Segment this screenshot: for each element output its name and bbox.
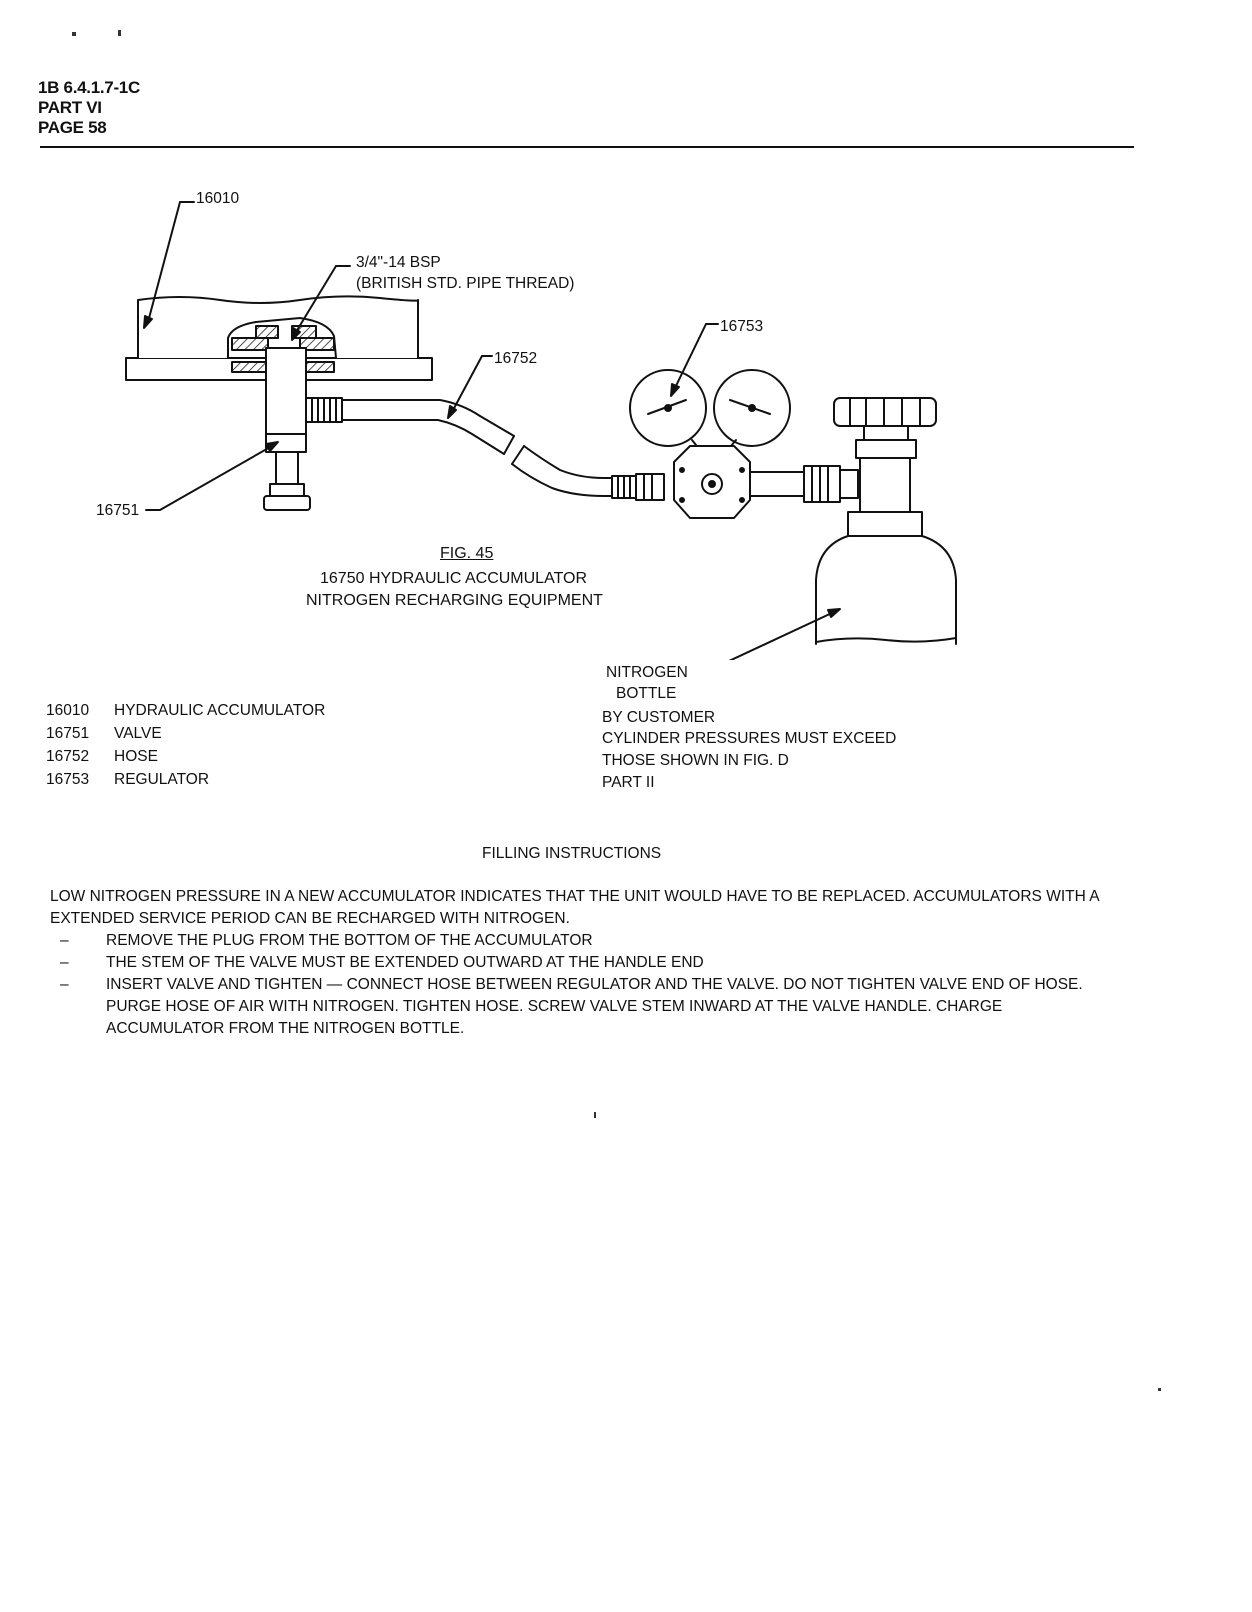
header-rule — [40, 146, 1134, 148]
valve-drawing — [263, 347, 343, 511]
scan-speck — [1158, 1388, 1161, 1391]
legend-item: 16752 HOSE — [46, 745, 325, 768]
instruction-step: – REMOVE THE PLUG FROM THE BOTTOM OF THE … — [50, 930, 1100, 952]
instruction-step: – THE STEM OF THE VALVE MUST BE EXTENDED … — [50, 952, 1100, 974]
legend-item: 16010 HYDRAULIC ACCUMULATOR — [46, 699, 325, 722]
parts-legend: 16010 HYDRAULIC ACCUMULATOR 16751 VALVE 16… — [46, 699, 325, 791]
legend-name: VALVE — [114, 725, 162, 742]
callout-accumulator: 16010 — [196, 190, 240, 207]
figure-number: FIG. 45 — [440, 545, 494, 562]
legend-name: HOSE — [114, 748, 158, 765]
legend-code: 16753 — [46, 771, 90, 788]
instruction-step: – INSERT VALVE AND TIGHTEN — CONNECT HOSE… — [50, 974, 1100, 1040]
bottle-note-line4: CYLINDER PRESSURES MUST EXCEED — [602, 730, 897, 747]
instructions-body: LOW NITROGEN PRESSURE IN A NEW ACCUMULAT… — [50, 886, 1100, 1040]
step-text: INSERT VALVE AND TIGHTEN — CONNECT HOSE … — [106, 976, 1083, 1037]
legend-name: REGULATOR — [114, 771, 210, 788]
figure-caption-line2: NITROGEN RECHARGING EQUIPMENT — [306, 592, 603, 609]
bottle-note-line5: THOSE SHOWN IN FIG. D — [602, 752, 789, 769]
callout-hose: 16752 — [494, 350, 538, 367]
recharging-equipment-drawing — [125, 201, 957, 660]
part-number: PART VI — [38, 98, 102, 117]
nitrogen-bottle-drawing — [815, 397, 957, 645]
callout-thread-description: (BRITISH STD. PIPE THREAD) — [356, 275, 575, 292]
legend-name: HYDRAULIC ACCUMULATOR — [114, 702, 326, 719]
instructions-title: FILLING INSTRUCTIONS — [482, 845, 662, 862]
doc-reference: 1B 6.4.1.7-1C — [38, 78, 140, 97]
callout-thread-size: 3/4"-14 BSP — [356, 254, 441, 271]
scan-speck — [594, 1112, 596, 1118]
step-bullet: – — [60, 932, 69, 949]
bottle-note-line6: PART II — [602, 774, 655, 791]
bottle-note-line1: NITROGEN — [606, 664, 688, 681]
step-text: REMOVE THE PLUG FROM THE BOTTOM OF THE A… — [106, 932, 593, 949]
scan-speck — [72, 32, 76, 36]
page-number: PAGE 58 — [38, 118, 107, 137]
instructions-intro: LOW NITROGEN PRESSURE IN A NEW ACCUMULAT… — [50, 888, 1099, 927]
figure-caption-line1: 16750 HYDRAULIC ACCUMULATOR — [320, 570, 588, 587]
bottle-note-line2: BOTTLE — [616, 685, 677, 702]
bottle-note-line3: BY CUSTOMER — [602, 709, 716, 726]
callout-valve: 16751 — [96, 502, 140, 519]
scan-speck — [118, 30, 121, 36]
regulator-drawing — [629, 369, 859, 519]
legend-code: 16751 — [46, 725, 90, 742]
callout-leaders — [143, 201, 841, 660]
legend-item: 16751 VALVE — [46, 722, 325, 745]
legend-item: 16753 REGULATOR — [46, 768, 325, 791]
callout-regulator: 16753 — [720, 318, 764, 335]
step-text: THE STEM OF THE VALVE MUST BE EXTENDED O… — [106, 954, 704, 971]
step-bullet: – — [60, 976, 69, 993]
legend-code: 16752 — [46, 748, 90, 765]
legend-code: 16010 — [46, 702, 90, 719]
hose-drawing — [341, 399, 665, 501]
step-bullet: – — [60, 954, 69, 971]
